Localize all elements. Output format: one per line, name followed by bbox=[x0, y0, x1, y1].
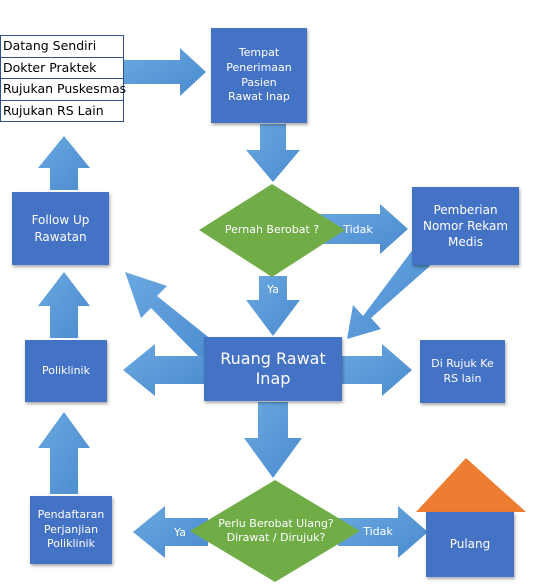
node-poliklinik: Poliklinik bbox=[25, 340, 107, 402]
node-pulang-label: Pulang bbox=[449, 537, 491, 552]
source-list: Datang Sendiri Dokter Praktek Rujukan Pu… bbox=[0, 35, 126, 122]
node-dirujuk-label: Di Rujuk Ke RS lain bbox=[431, 356, 494, 385]
arrow-sources-to-tempat bbox=[124, 48, 206, 96]
node-pendaftaran-perjanjian: Pendaftaran Perjanjian Poliklinik bbox=[30, 496, 112, 564]
house-roof bbox=[416, 458, 526, 512]
arrow-perlu-to-pendaftaran bbox=[133, 506, 208, 558]
arrow-pemberian-to-ruang bbox=[347, 248, 430, 339]
node-follow-up-rawatan: Follow Up Rawatan bbox=[12, 192, 109, 265]
node-pulang: Pulang bbox=[426, 512, 514, 577]
node-pemberian-label: Pemberian Nomor Rekam Medis bbox=[422, 202, 509, 250]
edge-label-tidak-pemberian: Tidak bbox=[343, 223, 373, 236]
arrow-ruang-to-poliklinik bbox=[123, 344, 205, 396]
decision-pernah-berobat-label: Pernah Berobat ? bbox=[224, 223, 320, 236]
decision-diamond-perlu-berobat bbox=[190, 480, 360, 582]
decision-diamond-pernah-berobat bbox=[199, 184, 345, 277]
node-di-rujuk-rs-lain: Di Rujuk Ke RS lain bbox=[420, 340, 505, 403]
arrow-pernah-to-pemberian bbox=[318, 204, 408, 254]
arrow-tempat-to-pernah bbox=[246, 124, 300, 182]
node-tempat-penerimaan: Tempat Penerimaan Pasien Rawat Inap bbox=[211, 28, 307, 123]
decision-perlu-berobat-label: Perlu Berobat Ulang? Dirawat / Dirujuk? bbox=[218, 517, 334, 545]
arrow-pernah-to-ruang bbox=[246, 276, 300, 336]
edge-label-tidak-pulang: Tidak bbox=[363, 525, 393, 538]
edge-label-ya-pendaftaran: Ya bbox=[174, 526, 186, 539]
source-item-datang-sendiri: Datang Sendiri bbox=[3, 38, 97, 53]
node-tempat-label: Tempat Penerimaan Pasien Rawat Inap bbox=[226, 45, 292, 104]
arrow-poliklinik-to-followup bbox=[38, 272, 90, 338]
node-ruang-rawat-inap: Ruang Rawat Inap bbox=[204, 337, 342, 401]
node-poliklinik-label: Poliklinik bbox=[42, 363, 90, 377]
source-item-rujukan-puskesmas: Rujukan Puskesmas bbox=[1, 78, 126, 100]
node-followup-label: Follow Up Rawatan bbox=[31, 213, 90, 244]
node-pendaftaran-label: Pendaftaran Perjanjian Poliklinik bbox=[37, 507, 105, 551]
arrow-ruang-to-followup bbox=[125, 272, 222, 364]
arrow-pendaftaran-to-poliklinik bbox=[38, 412, 90, 494]
node-pemberian-nomor-rekam: Pemberian Nomor Rekam Medis bbox=[412, 187, 519, 265]
edge-label-ya-ruang: Ya bbox=[267, 283, 279, 296]
node-ruang-label: Ruang Rawat Inap bbox=[220, 349, 326, 388]
source-item-rujukan-rs-lain: Rujukan RS Lain bbox=[1, 99, 123, 122]
arrow-ruang-to-dirujuk bbox=[342, 344, 412, 396]
source-item-dokter-praktek: Dokter Praktek bbox=[1, 56, 123, 79]
arrow-ruang-to-perlu bbox=[244, 402, 302, 478]
arrow-followup-to-sources bbox=[38, 136, 90, 190]
arrow-perlu-to-pulang bbox=[338, 506, 428, 558]
